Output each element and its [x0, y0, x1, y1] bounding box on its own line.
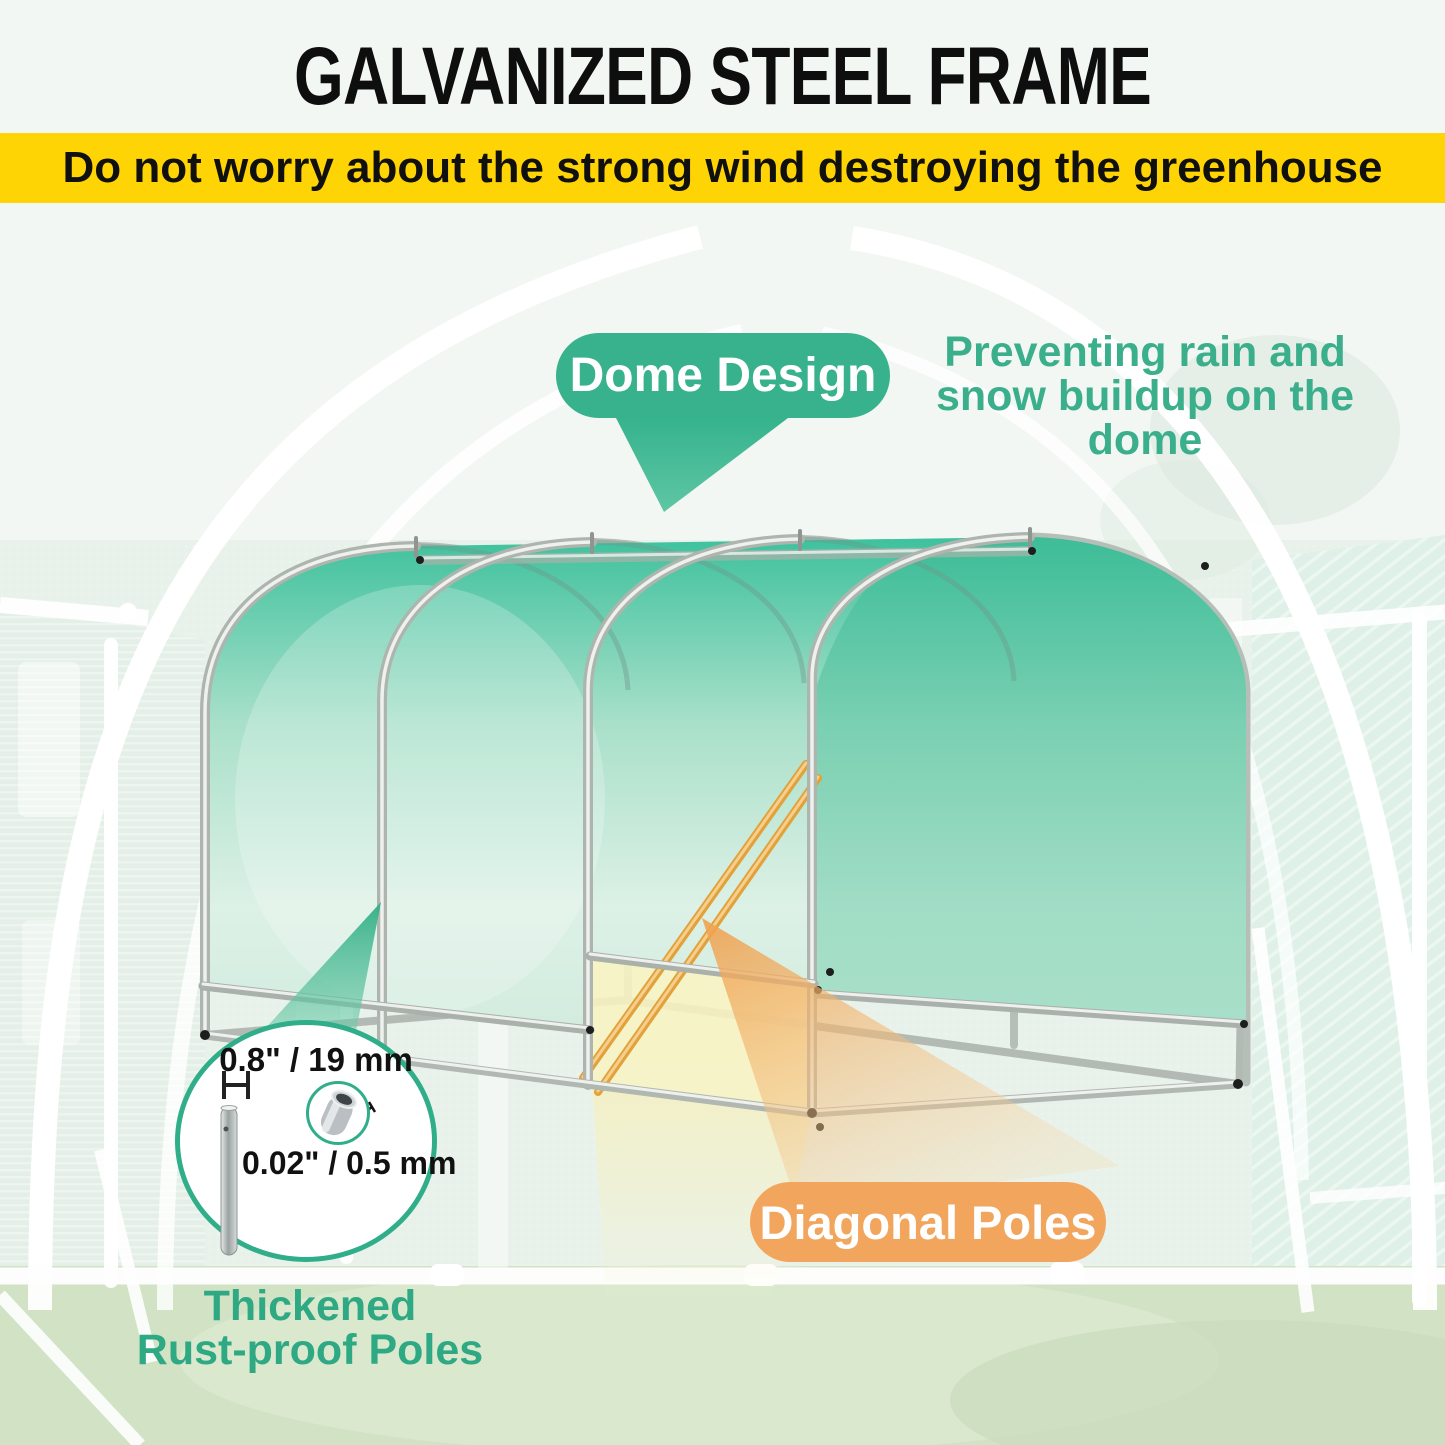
tube-cross-section-icon	[320, 1089, 358, 1136]
rain-snow-note: Preventing rain and snow buildup on the …	[880, 330, 1410, 462]
thickened-poles-note: Thickened Rust-proof Poles	[110, 1284, 510, 1372]
rain-snow-line2: snow buildup on the dome	[936, 372, 1354, 464]
frame-near-tubes	[198, 527, 1249, 1131]
wall-thickness-label: 0.02" / 0.5 mm	[242, 1145, 457, 1181]
steel-pole-icon	[220, 1105, 238, 1256]
thick-pole-cone	[262, 902, 381, 1052]
tube-cross-section-circle	[306, 1081, 370, 1145]
outer-diameter-label: 0.8" / 19 mm	[219, 1041, 413, 1078]
highlight-cones	[262, 418, 1120, 1208]
page-title: GALVANIZED STEEL FRAME	[293, 31, 1152, 122]
banner-text: Do not worry about the strong wind destr…	[62, 143, 1383, 192]
banner: Do not worry about the strong wind destr…	[0, 133, 1445, 203]
dome-design-pill: Dome Design	[556, 333, 890, 418]
thickened-poles-line2: Rust-proof Poles	[136, 1326, 484, 1374]
diagonal-poles-pill: Diagonal Poles	[750, 1182, 1106, 1262]
diagonal-cone	[702, 918, 1120, 1208]
dome-pointer-triangle-icon	[616, 418, 788, 512]
rain-snow-line1: Preventing rain and	[944, 328, 1346, 376]
dome-cover	[205, 536, 1246, 1030]
dome-design-label: Dome Design	[569, 349, 877, 402]
measurement-callout: 0.8" / 19 mm 0.02" / 0.5 mm	[175, 1020, 456, 1262]
thickened-poles-line1: Thickened	[203, 1282, 417, 1330]
diagonal-poles-label: Diagonal Poles	[759, 1195, 1097, 1249]
width-marker-icon	[222, 1071, 250, 1099]
